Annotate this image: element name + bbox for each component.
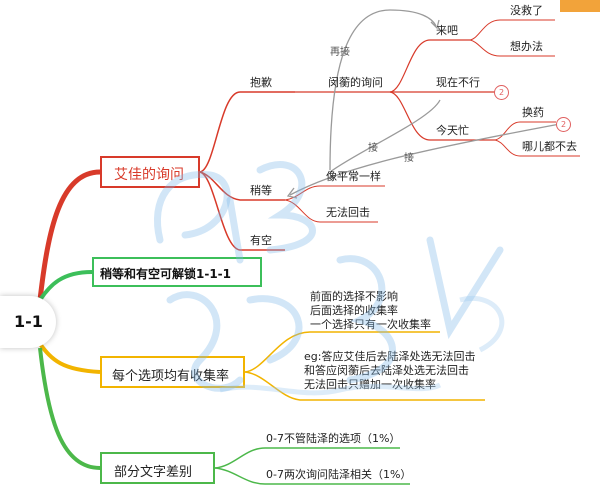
wait-noreply[interactable]: 无法回击: [326, 206, 370, 219]
line-b1-sorry: [199, 91, 295, 173]
note2-line1: eg:答应艾佳后去陆泽处选无法回击: [304, 350, 476, 363]
line-come-think: [469, 39, 555, 57]
line-b1-wait: [199, 171, 285, 201]
branch2-node[interactable]: 稍等和有空可解锁1-1-1: [92, 257, 262, 287]
line-busy-dress: [494, 121, 556, 141]
busy-badge: 2: [556, 117, 571, 132]
option-notnow[interactable]: 现在不行: [436, 76, 480, 89]
option-busy-stay[interactable]: 哪儿都不去: [522, 140, 577, 153]
line-b4-item2: [214, 467, 410, 485]
branch1-node[interactable]: 艾佳的询问: [100, 156, 200, 188]
line-wait-usual: [284, 185, 385, 201]
connector-again: [329, 9, 437, 171]
connector-again-arrow: [430, 19, 440, 30]
note1-line2: 后面选择的收集率: [310, 304, 398, 317]
corner-tag: [560, 0, 600, 12]
connector-busy-arrow: [286, 187, 298, 199]
option-come-think[interactable]: 想办法: [510, 40, 543, 53]
connector-label-2: 接: [404, 153, 414, 164]
connector-label-1: 接: [368, 143, 378, 154]
wait-usual[interactable]: 像平常一样: [326, 170, 381, 183]
line-busy-stay: [494, 139, 580, 157]
line-root-branch1: [37, 169, 101, 301]
note2-line2: 和答应闵蘅后去陆泽处选无法回击: [304, 364, 469, 377]
notnow-badge: 2: [494, 85, 509, 100]
branch3-label: 每个选项均有收集率: [112, 369, 230, 384]
connector-notnow: [329, 99, 441, 173]
connector-busy: [289, 123, 561, 196]
line-wait-noreply: [284, 199, 378, 223]
connector-again-label: 再接: [330, 47, 350, 58]
line-b4-item1: [214, 447, 400, 469]
branch2-label: 稍等和有空可解锁1-1-1: [100, 267, 232, 281]
option-come-hopeless[interactable]: 没救了: [510, 4, 543, 17]
child-wait[interactable]: 稍等: [250, 184, 272, 197]
inquiry-label[interactable]: 闵蘅的询问: [328, 76, 383, 89]
line-inq-busy: [389, 91, 495, 141]
line-root-branch4: [38, 347, 101, 470]
note1-line3: 一个选择只有一次收集率: [310, 318, 431, 331]
option-come[interactable]: 来吧: [436, 24, 458, 37]
branch3-node[interactable]: 每个选项均有收集率: [100, 356, 245, 388]
note2-line3: 无法回击只赠加一次收集率: [304, 378, 436, 391]
line-b3-notes2: [244, 371, 485, 401]
line-b3-notes1: [244, 331, 440, 373]
child-free[interactable]: 有空: [250, 234, 272, 247]
line-come-hopeless: [469, 19, 555, 41]
branch4-node[interactable]: 部分文字差别: [100, 452, 215, 484]
branch1-label: 艾佳的询问: [114, 167, 184, 183]
root-label: 1-1: [14, 312, 43, 331]
option-busy[interactable]: 今天忙: [436, 124, 469, 137]
root-node[interactable]: 1-1: [0, 296, 56, 348]
note1-line1: 前面的选择不影响: [310, 290, 398, 303]
line-root-branch2: [38, 270, 93, 302]
line-inq-come: [389, 39, 470, 93]
b4-item2: 0-7两次询问陆泽相关（1%）: [266, 468, 412, 481]
line-b1-free: [199, 171, 285, 251]
line-root-branch3: [38, 342, 101, 374]
branch4-label: 部分文字差别: [114, 465, 193, 480]
child-sorry[interactable]: 抱歉: [250, 76, 272, 89]
b4-item1: 0-7不管陆泽的选项（1%）: [266, 432, 401, 445]
option-busy-dress[interactable]: 换药: [522, 106, 544, 119]
